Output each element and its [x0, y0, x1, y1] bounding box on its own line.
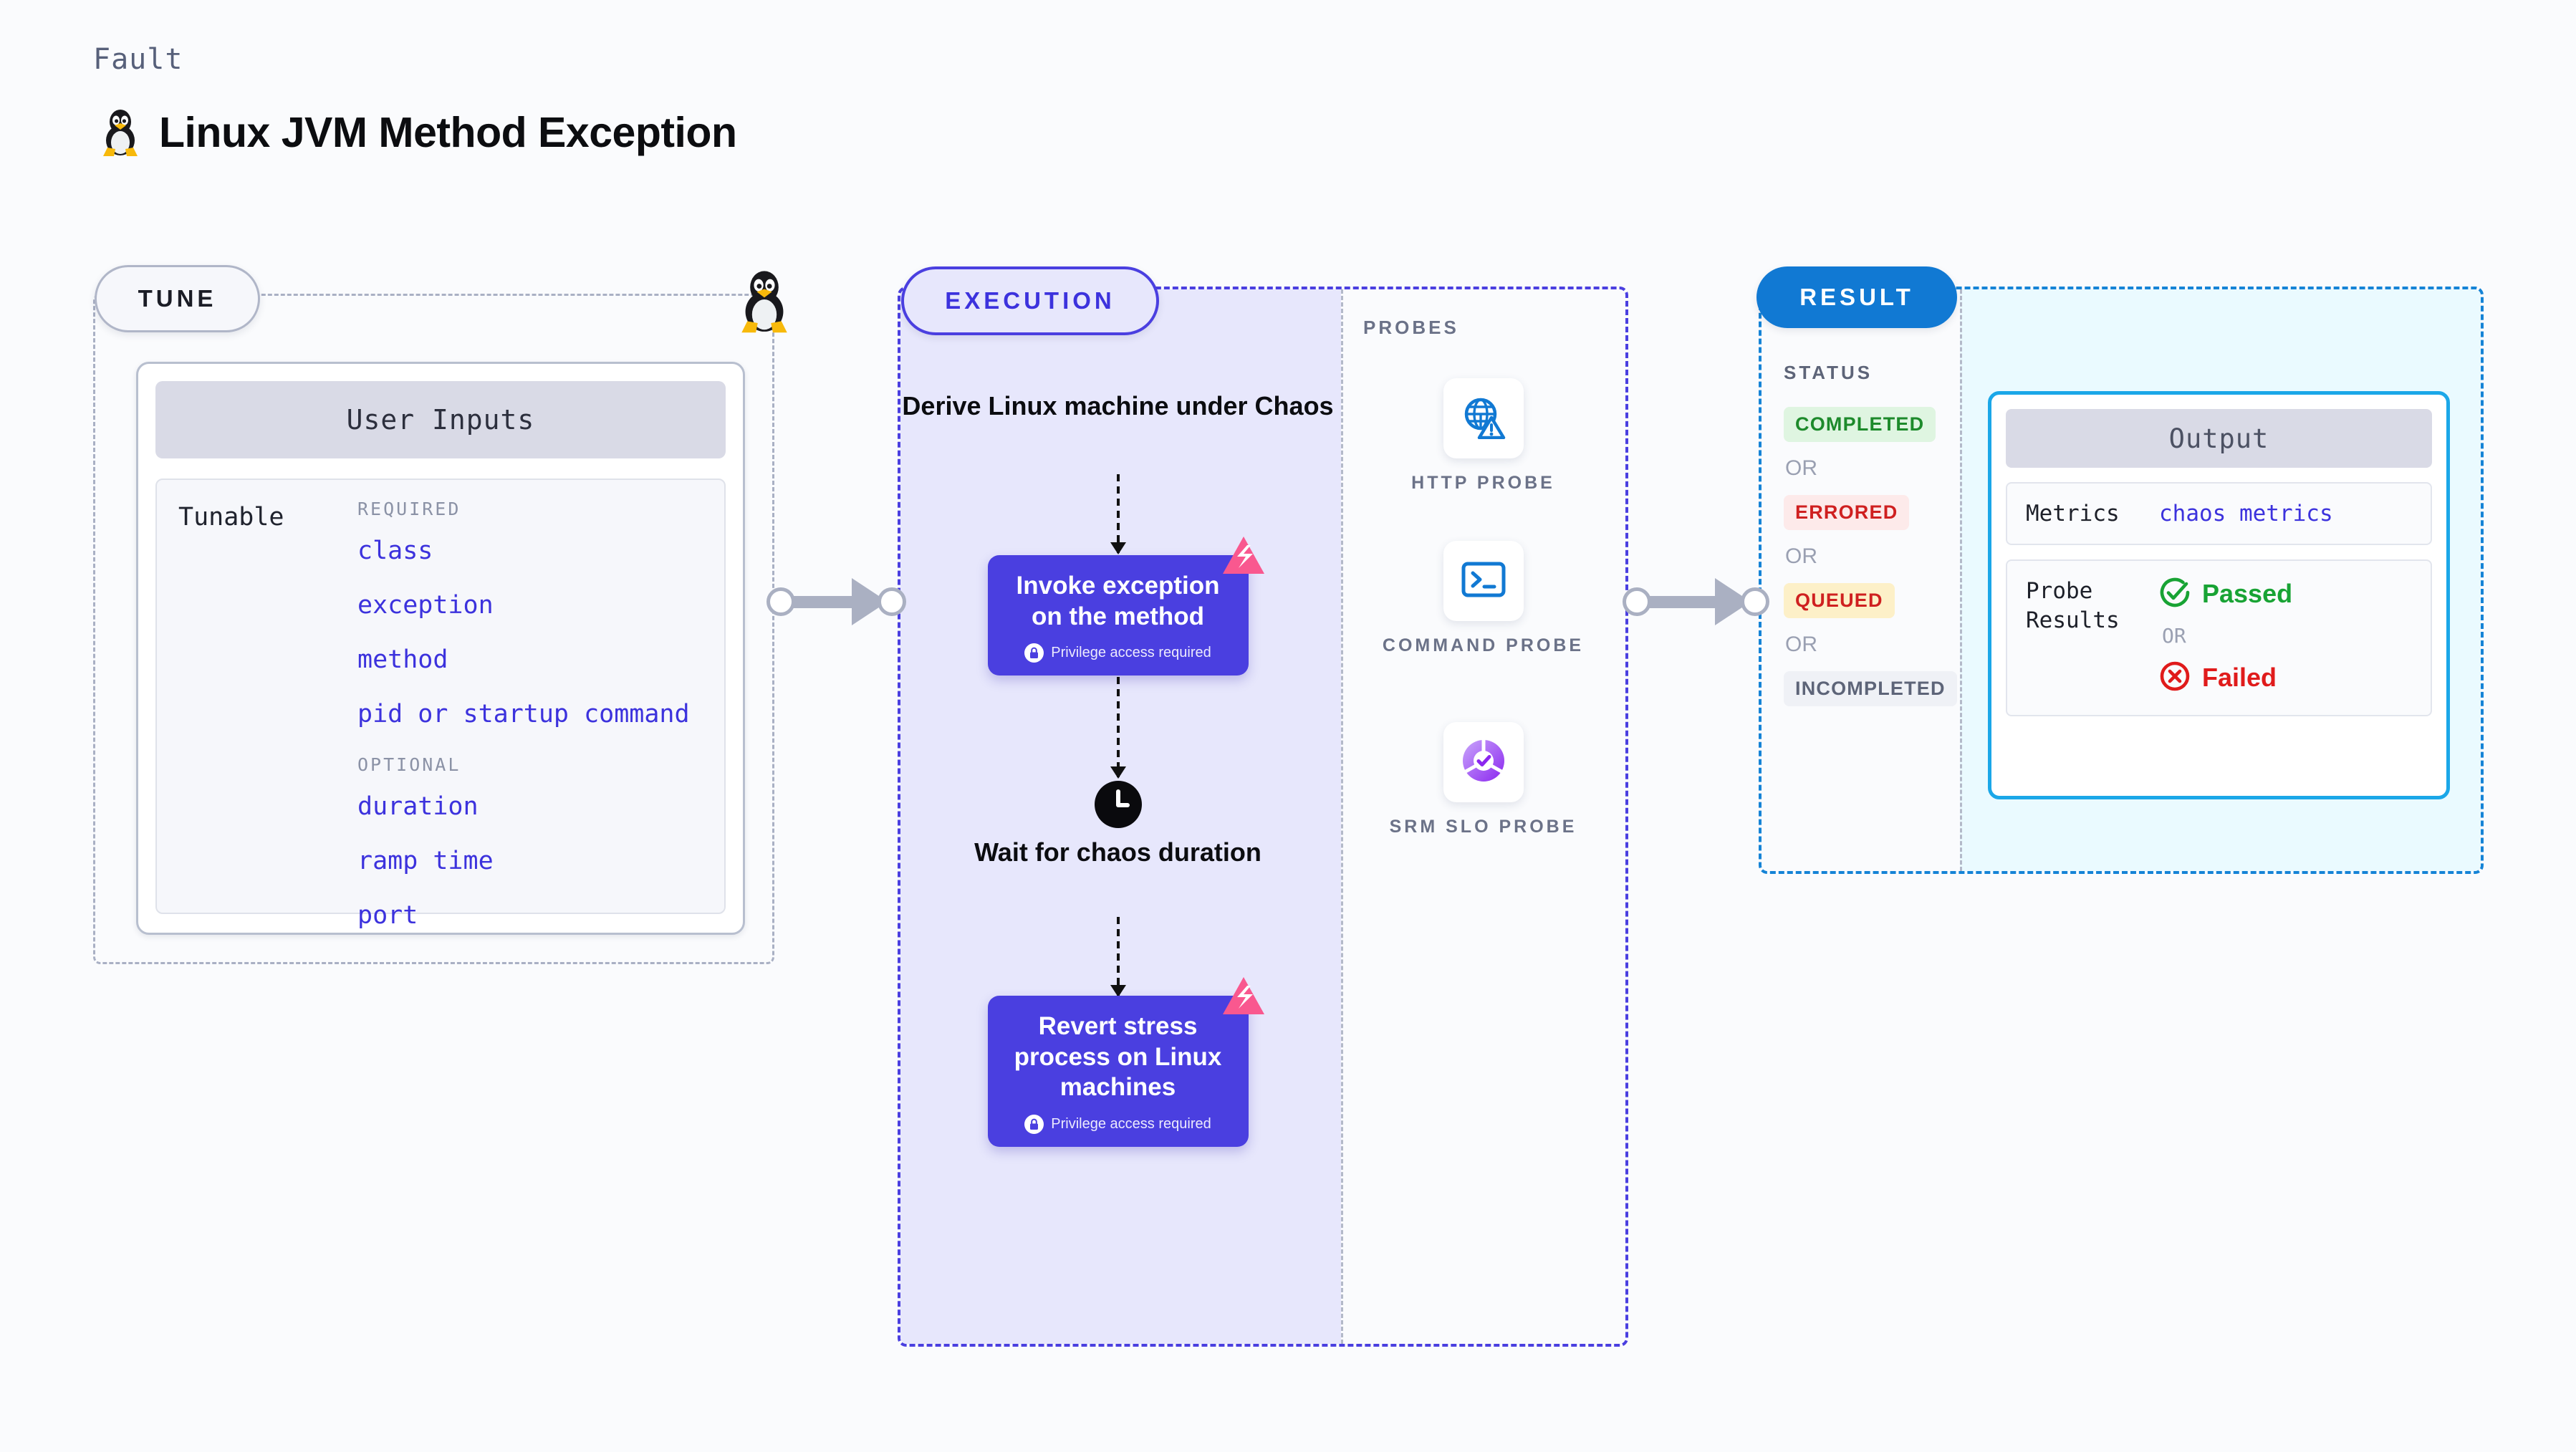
- param-port[interactable]: port: [357, 901, 418, 930]
- probe-results-row: Probe Results Passed OR: [2006, 559, 2432, 717]
- lock-icon: [1024, 643, 1044, 663]
- connector-start-dot: [1623, 587, 1651, 616]
- metrics-row: Metrics chaos metrics: [2006, 482, 2432, 546]
- litmus-logo-icon: [1221, 976, 1266, 1017]
- probe-item-command[interactable]: COMMAND PROBE: [1338, 541, 1628, 658]
- probe-label: COMMAND PROBE: [1382, 635, 1585, 655]
- flow-arrow: [1116, 474, 1120, 553]
- page-header: Fault Linux JVM Method Exception: [93, 43, 737, 159]
- tux-penguin-icon: [738, 265, 791, 334]
- probe-result-passed: Passed: [2159, 577, 2412, 611]
- group-heading-optional: OPTIONAL: [357, 754, 461, 775]
- or-separator: OR: [1785, 456, 1817, 480]
- status-badge-queued: QUEUED: [1784, 583, 1895, 618]
- flow-arrow: [1116, 677, 1120, 777]
- execution-step-revert-label: Revert stress process on Linux machines: [1014, 1012, 1222, 1102]
- probe-label: SRM SLO PROBE: [1389, 817, 1577, 837]
- slo-donut-check-icon: [1460, 737, 1507, 787]
- execution-step-wait: Wait for chaos duration: [974, 837, 1261, 867]
- x-circle-icon: [2159, 660, 2191, 695]
- tunable-param-list: REQUIRED class exception method pid or s…: [357, 499, 703, 930]
- or-separator: OR: [2162, 624, 2186, 648]
- metrics-value[interactable]: chaos metrics: [2159, 501, 2333, 527]
- or-separator: OR: [1785, 544, 1817, 568]
- execution-stage-pill[interactable]: EXECUTION: [901, 266, 1159, 335]
- terminal-icon: [1461, 561, 1506, 601]
- tune-stage-pill[interactable]: TUNE: [95, 265, 260, 332]
- param-duration[interactable]: duration: [357, 792, 479, 821]
- or-separator: OR: [1785, 633, 1817, 656]
- tunable-label: Tunable: [178, 503, 284, 532]
- connector-start-dot: [766, 587, 795, 616]
- page-title: Linux JVM Method Exception: [159, 109, 737, 156]
- probe-result-failed: Failed: [2159, 660, 2412, 695]
- output-title: Output: [2006, 409, 2432, 468]
- probe-results-key: Probe Results: [2026, 578, 2120, 633]
- param-class[interactable]: class: [357, 537, 433, 565]
- connector-probes-to-result: [1623, 578, 1769, 625]
- tune-region: [93, 294, 774, 964]
- execution-step-revert-card[interactable]: Revert stress process on Linux machines …: [987, 977, 1264, 1148]
- status-heading: STATUS: [1784, 362, 1873, 383]
- clock-icon: [1094, 781, 1142, 828]
- probe-item-srm-slo[interactable]: SRM SLO PROBE: [1338, 722, 1628, 840]
- group-heading-required: REQUIRED: [357, 499, 461, 519]
- failed-label: Failed: [2202, 663, 2277, 693]
- probes-divider: [1341, 289, 1343, 1344]
- privilege-note: Privilege access required: [1001, 1115, 1236, 1135]
- user-inputs-title: User Inputs: [155, 381, 726, 458]
- tunable-box: Tunable REQUIRED class exception method …: [155, 479, 726, 930]
- param-method[interactable]: method: [357, 645, 448, 674]
- user-inputs-card: User Inputs Tunable REQUIRED class excep…: [136, 362, 745, 935]
- status-badge-incompleted: INCOMPLETED: [1784, 671, 1957, 706]
- result-stage-pill[interactable]: RESULT: [1756, 266, 1957, 328]
- status-column: STATUS COMPLETED OR ERRORED OR QUEUED OR…: [1784, 362, 1963, 706]
- probe-item-http[interactable]: HTTP PROBE: [1338, 378, 1628, 496]
- connector-end-dot: [878, 587, 906, 616]
- metrics-key: Metrics: [2026, 501, 2120, 527]
- status-badge-errored: ERRORED: [1784, 495, 1910, 530]
- param-ramp-time[interactable]: ramp time: [357, 847, 494, 875]
- privilege-note-text: Privilege access required: [1051, 645, 1211, 661]
- probes-title: PROBES: [1363, 317, 1459, 338]
- connector-bar: [1648, 595, 1718, 608]
- flow-arrow: [1116, 917, 1120, 996]
- privilege-note: Privilege access required: [1001, 643, 1236, 663]
- lock-icon: [1024, 1115, 1044, 1135]
- output-card: Output Metrics chaos metrics Probe Resul…: [1988, 391, 2450, 799]
- connector-end-dot: [1741, 587, 1769, 616]
- probe-label: HTTP PROBE: [1411, 473, 1555, 493]
- execution-step-invoke-card[interactable]: Invoke exception on the method Privilege…: [987, 537, 1264, 676]
- probe-tile: [1443, 378, 1524, 458]
- param-exception[interactable]: exception: [357, 591, 494, 620]
- title-row: Linux JVM Method Exception: [100, 106, 737, 159]
- fault-eyebrow-label: Fault: [93, 43, 183, 76]
- execution-flow: Derive Linux machine under Chaos Invoke …: [898, 287, 1338, 1347]
- status-badge-completed: COMPLETED: [1784, 407, 1936, 442]
- privilege-note-text: Privilege access required: [1051, 1116, 1211, 1133]
- connector-tune-to-execution: [766, 578, 906, 625]
- check-circle-icon: [2159, 577, 2191, 611]
- connector-bar: [792, 595, 855, 608]
- probe-tile: [1443, 541, 1524, 621]
- tux-penguin-icon: [100, 106, 140, 159]
- result-status-fill: [1762, 289, 1960, 871]
- probe-tile: [1443, 722, 1524, 802]
- execution-step-invoke-label: Invoke exception on the method: [1016, 572, 1220, 630]
- litmus-logo-icon: [1221, 535, 1266, 577]
- probes-column: PROBES HTTP PROBE: [1338, 287, 1628, 1347]
- param-pid-or-startup-command[interactable]: pid or startup command: [357, 700, 690, 729]
- globe-warning-icon: [1461, 395, 1506, 442]
- passed-label: Passed: [2202, 579, 2293, 609]
- result-divider: [1960, 289, 1962, 871]
- execution-step-derive: Derive Linux machine under Chaos: [902, 391, 1334, 420]
